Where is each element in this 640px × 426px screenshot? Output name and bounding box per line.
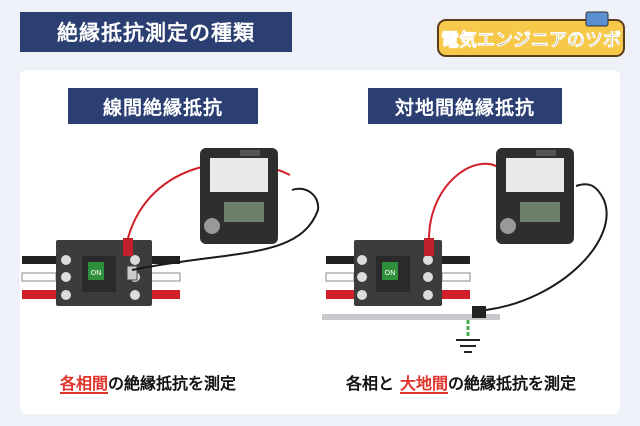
logo-text: 電気エンジニアのツボ bbox=[441, 29, 621, 51]
earth-rail bbox=[322, 314, 500, 320]
heading-line-to-earth: 対地間絶縁抵抗 bbox=[368, 88, 562, 124]
left-probe-black bbox=[126, 265, 138, 281]
caption-line-to-line: 各相間 の絶縁抵抗を測定 bbox=[60, 370, 236, 394]
left-breaker-label: ON bbox=[91, 269, 102, 277]
right-diagram: ON bbox=[322, 148, 608, 353]
right-tester bbox=[496, 148, 574, 244]
heading-line-to-line: 線間絶縁抵抗 bbox=[68, 88, 258, 124]
right-breaker-label: ON bbox=[385, 269, 396, 277]
left-diagram: ON bbox=[21, 148, 320, 306]
right-lead-red bbox=[428, 162, 503, 239]
site-logo: 電気エンジニアのツボ bbox=[437, 11, 625, 57]
caption-right-rest: の絶縁抵抗を測定 bbox=[448, 374, 577, 393]
left-lead-black bbox=[131, 187, 320, 271]
ground-symbol-icon bbox=[456, 339, 480, 353]
left-breaker: ON bbox=[56, 240, 152, 306]
caption-right-accent: 大地間 bbox=[400, 374, 449, 393]
left-tester bbox=[200, 148, 278, 244]
caption-line-to-earth: 各相と 大地間 の絶縁抵抗を測定 bbox=[346, 370, 576, 394]
right-lead-black bbox=[485, 183, 608, 311]
right-breaker: ON bbox=[354, 240, 442, 306]
right-wires bbox=[325, 256, 471, 299]
right-probe-red bbox=[424, 238, 434, 256]
left-probe-red bbox=[123, 238, 133, 256]
caption-left-accent: 各相間 bbox=[60, 374, 109, 393]
caption-left-rest: の絶縁抵抗を測定 bbox=[108, 374, 237, 393]
caption-right-pre: 各相と bbox=[346, 374, 395, 393]
earth-clip bbox=[472, 306, 486, 318]
page-title: 絶縁抵抗測定の種類 bbox=[20, 12, 292, 52]
